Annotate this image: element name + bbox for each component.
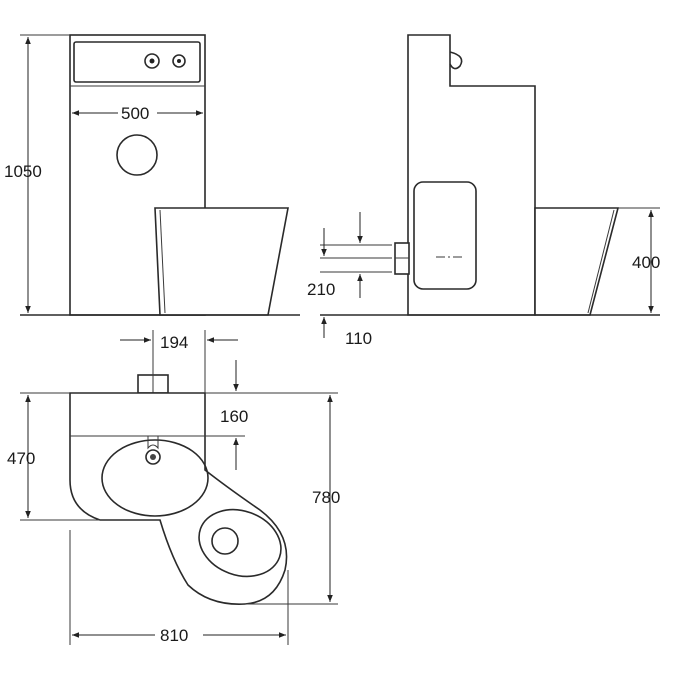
dim-total-depth: 780 xyxy=(312,488,340,507)
side-view: 400 210 110 xyxy=(307,34,660,348)
push-button-icon xyxy=(144,53,160,69)
side-toilet-pan xyxy=(534,207,620,316)
front-toilet-pan xyxy=(154,207,289,316)
dim-total-width: 810 xyxy=(160,626,188,645)
push-button-icon xyxy=(172,54,186,68)
drain-icon xyxy=(145,449,161,465)
dim-inlet-offset: 160 xyxy=(220,407,248,426)
front-view: 1050 500 xyxy=(4,34,300,316)
front-access-hole xyxy=(116,134,158,176)
top-basin xyxy=(101,439,209,517)
top-view: 194 160 470 780 810 xyxy=(7,330,340,645)
dim-cabinet-width: 500 xyxy=(121,104,149,123)
dim-base-height: 110 xyxy=(345,329,372,348)
side-access-panel xyxy=(413,181,477,290)
dim-overall-height: 1050 xyxy=(4,162,42,181)
dim-inlet-height: 210 xyxy=(307,280,335,299)
top-toilet-outlet xyxy=(211,527,239,555)
dim-basin-depth: 470 xyxy=(7,449,35,468)
dim-inlet-width: 194 xyxy=(160,333,188,352)
top-toilet-bowl xyxy=(198,508,282,578)
side-flush-fitting xyxy=(449,51,463,70)
front-control-panel xyxy=(73,41,201,83)
dim-pan-height: 400 xyxy=(632,253,660,272)
top-outline xyxy=(69,392,288,605)
